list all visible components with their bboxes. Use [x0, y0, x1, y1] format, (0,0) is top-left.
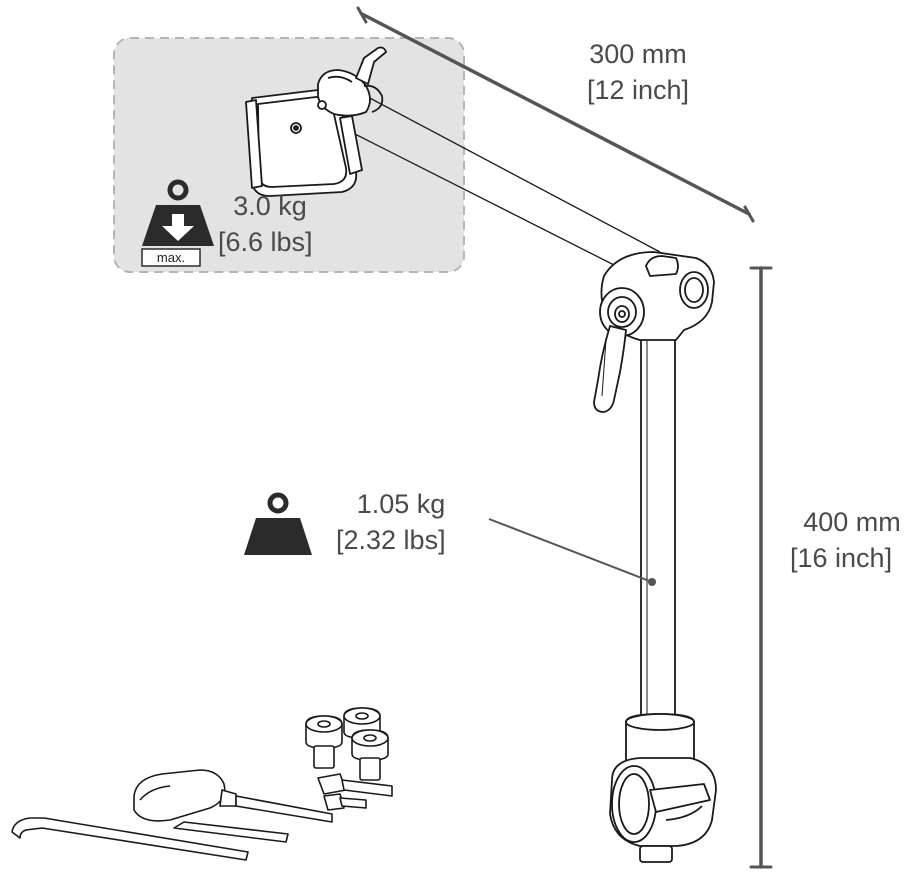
mounting-screws [305, 707, 393, 811]
weight-icon [244, 492, 312, 555]
detail-leader-lines [346, 95, 661, 269]
t-handle-key [133, 769, 333, 843]
arm-length-metric: 300 mm [589, 39, 687, 69]
phone-clamp [245, 46, 387, 197]
main-pole [640, 319, 676, 741]
pole-height-metric: 400 mm [803, 507, 901, 537]
hinge-joint [593, 251, 715, 413]
product-weight-imperial: [2.32 lbs] [336, 525, 446, 555]
max-load-metric: 3.0 kg [233, 191, 307, 221]
weight-max-load-icon [141, 179, 214, 267]
arm-length-dimension [356, 6, 755, 223]
weight-leader [488, 518, 656, 586]
hex-keys [11, 817, 249, 861]
arrow-down-icon [162, 214, 194, 241]
max-load-tag: max. [156, 250, 186, 265]
max-load-imperial: [6.6 lbs] [218, 227, 313, 257]
pole-height-imperial: [16 inch] [790, 543, 893, 573]
bottom-clamp [609, 713, 717, 863]
product-weight-metric: 1.05 kg [356, 489, 446, 519]
pole-height-dimension [749, 266, 773, 869]
arm-length-imperial: [12 inch] [586, 75, 690, 105]
